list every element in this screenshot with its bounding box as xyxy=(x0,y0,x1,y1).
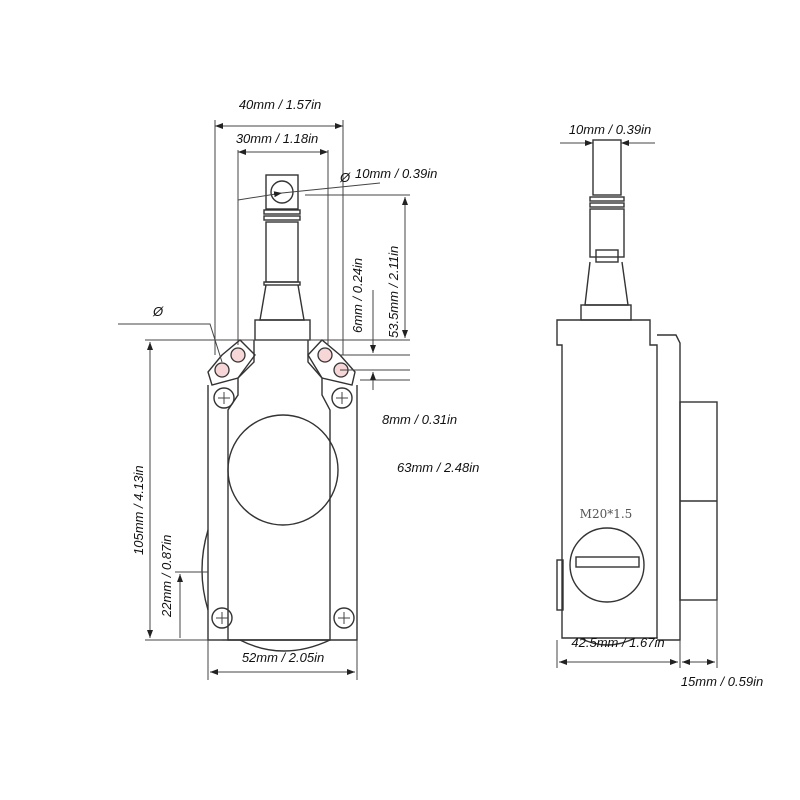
side-actuator xyxy=(580,139,632,321)
screws xyxy=(211,387,355,629)
dim-actuator-height: 53.5mm / 2.11in xyxy=(386,246,401,338)
side-view: M20*1.5 10mm / 0.39in 42.5mm / 1.67in 15… xyxy=(556,122,763,689)
diameter-symbol-hole: Ø xyxy=(152,304,164,319)
dim-inner-width-top: 30mm / 1.18in xyxy=(236,131,318,146)
dim-body-width: 52mm / 2.05in xyxy=(242,650,324,665)
front-body xyxy=(201,339,358,652)
front-actuator xyxy=(254,174,311,341)
side-body xyxy=(556,319,718,646)
side-dimension-lines xyxy=(556,140,718,668)
dim-cover-depth: 15mm / 0.59in xyxy=(681,674,763,689)
dim-hole-offset: 6mm / 0.24in xyxy=(350,258,365,333)
dim-hole-to-center: 63mm / 2.48in xyxy=(397,460,479,475)
thread-label: M20*1.5 xyxy=(580,507,633,521)
front-view: 40mm / 1.57in 30mm / 1.18in 10mm / 0.39i… xyxy=(118,97,479,680)
dim-body-height: 105mm / 4.13in xyxy=(131,465,146,555)
dim-actuator-diameter: 10mm / 0.39in xyxy=(355,166,437,181)
diameter-symbol-top: Ø xyxy=(339,170,351,185)
front-dimension-lines xyxy=(118,120,410,680)
dim-body-depth: 42.5mm / 1.67in xyxy=(571,635,664,650)
dim-bottom-offset: 22mm / 0.87in xyxy=(159,535,174,618)
dim-hole-spacing: 8mm / 0.31in xyxy=(382,412,457,427)
dim-side-actuator-width: 10mm / 0.39in xyxy=(569,122,651,137)
mounting-holes xyxy=(214,347,349,378)
dim-overall-width-top: 40mm / 1.57in xyxy=(239,97,321,112)
